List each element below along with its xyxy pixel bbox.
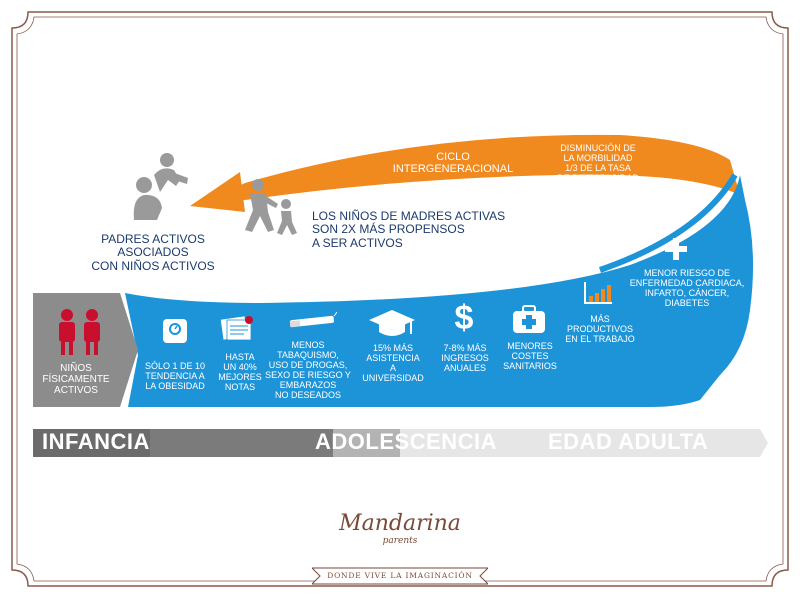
- benefit-2-line-2: UN 40%: [223, 362, 257, 373]
- report-card-icon: [220, 316, 253, 341]
- kids-line-3: ACTIVOS: [54, 385, 98, 397]
- benefit-3-line-3: SEXO DE RIESGO Y: [265, 370, 351, 381]
- benefit-7-line-1: MÁS: [590, 314, 610, 324]
- benefit-5-line-1: 7-8% MÁS: [443, 343, 487, 353]
- benefit-3-line-2: USO DE DROGAS,: [268, 360, 348, 371]
- risk-line-2: ENFERMEDAD CARDIACA,: [629, 278, 745, 289]
- bar-chart-icon: [584, 282, 612, 304]
- morbidity-line-4: DE DISCAPACIDAD: [557, 172, 639, 183]
- cycle-line-1: CICLO: [436, 151, 470, 163]
- dollar-icon: $: [454, 299, 474, 337]
- benefit-5-line-3: ANUALES: [443, 363, 487, 374]
- graduation-cap-icon: [369, 310, 415, 336]
- benefit-4-line-2: ASISTENCIA: [366, 353, 420, 364]
- benefit-7-line-3: EN EL TRABAJO: [565, 334, 635, 345]
- risk-line-1: MENOR RIESGO DE: [643, 268, 730, 278]
- benefit-2-line-4: NOTAS: [224, 382, 256, 393]
- medical-kit-icon: [513, 305, 545, 333]
- parents-line-1: PADRES ACTIVOS: [101, 232, 205, 246]
- brand-tagline: DONDE VIVE LA IMAGINACIÓN: [327, 571, 473, 580]
- intergenerational-arc: [200, 134, 740, 205]
- scale-icon: [163, 319, 187, 343]
- benefit-4-line-4: UNIVERSIDAD: [362, 373, 424, 384]
- medical-cross-icon: [665, 238, 687, 260]
- brand-logo: Mandarina parents: [330, 511, 470, 547]
- benefit-6-line-2: COSTES: [511, 351, 549, 362]
- kids-panel: [33, 293, 120, 407]
- kids-line-2: FÍSICAMENTE: [42, 374, 110, 386]
- kids-line-1: NIÑOS: [60, 363, 92, 374]
- parent-with-child-icon: [133, 153, 188, 220]
- benefit-1-line-1: SÓLO 1 DE 10: [144, 361, 206, 371]
- benefit-4-line-3: A: [389, 363, 396, 374]
- tagline-ribbon: [312, 567, 488, 585]
- running-mother-child-icon: [245, 179, 297, 235]
- parents-line-2: ASOCIADOS: [117, 245, 189, 260]
- benefit-2-line-3: MEJORES: [218, 372, 262, 383]
- benefit-3-line-5: NO DESEADOS: [274, 390, 341, 401]
- benefit-5-line-2: INGRESOS: [441, 353, 489, 364]
- parents-line-3: CON NIÑOS ACTIVOS: [91, 258, 215, 273]
- cycle-line-2: INTERGENERACIONAL: [392, 163, 514, 176]
- benefit-1-line-2: TENDENCIA A: [145, 371, 205, 382]
- blue-swoosh: [125, 175, 754, 407]
- benefit-7-line-2: PRODUCTIVOS: [566, 324, 633, 335]
- cigarette-icon: [289, 312, 338, 328]
- morbidity-line-3: 1/3 DE LA TASA: [565, 162, 631, 173]
- stage-adolescence: ADOLESCENCIA: [315, 429, 498, 454]
- mothers-line-3: A SER ACTIVOS: [312, 235, 403, 250]
- benefit-4-line-1: 15% MÁS: [372, 343, 414, 353]
- brand-name: Mandarina: [339, 511, 461, 536]
- morbidity-line-1: DISMINUCIÓN DE: [560, 143, 636, 153]
- children-icon: [59, 309, 100, 355]
- benefit-3-line-1: MENOS TABAQUISMO,: [277, 340, 339, 361]
- benefit-6-line-3: SANITARIOS: [503, 361, 557, 372]
- benefit-2-line-1: HASTA: [225, 352, 255, 362]
- mothers-line-1: LOS NIÑOS DE MADRES ACTIVAS: [312, 209, 506, 223]
- risk-line-4: DIABETES: [664, 298, 710, 309]
- decorative-frame: [11, 11, 789, 587]
- morbidity-line-2: LA MORBILIDAD: [563, 152, 633, 163]
- benefit-6-line-1: MENORES: [507, 341, 553, 351]
- stage-adulthood: EDAD ADULTA: [548, 429, 709, 454]
- benefit-3-line-4: EMBARAZOS: [279, 380, 337, 391]
- arc-arrowhead: [190, 172, 245, 212]
- stage-infancy: INFANCIA: [42, 429, 150, 454]
- risk-line-3: INFARTO, CÁNCER,: [644, 288, 730, 299]
- benefit-1-line-3: LA OBESIDAD: [145, 381, 205, 392]
- brand-sub: parents: [382, 536, 418, 546]
- mothers-line-2: SON 2X MÁS PROPENSOS: [312, 222, 465, 237]
